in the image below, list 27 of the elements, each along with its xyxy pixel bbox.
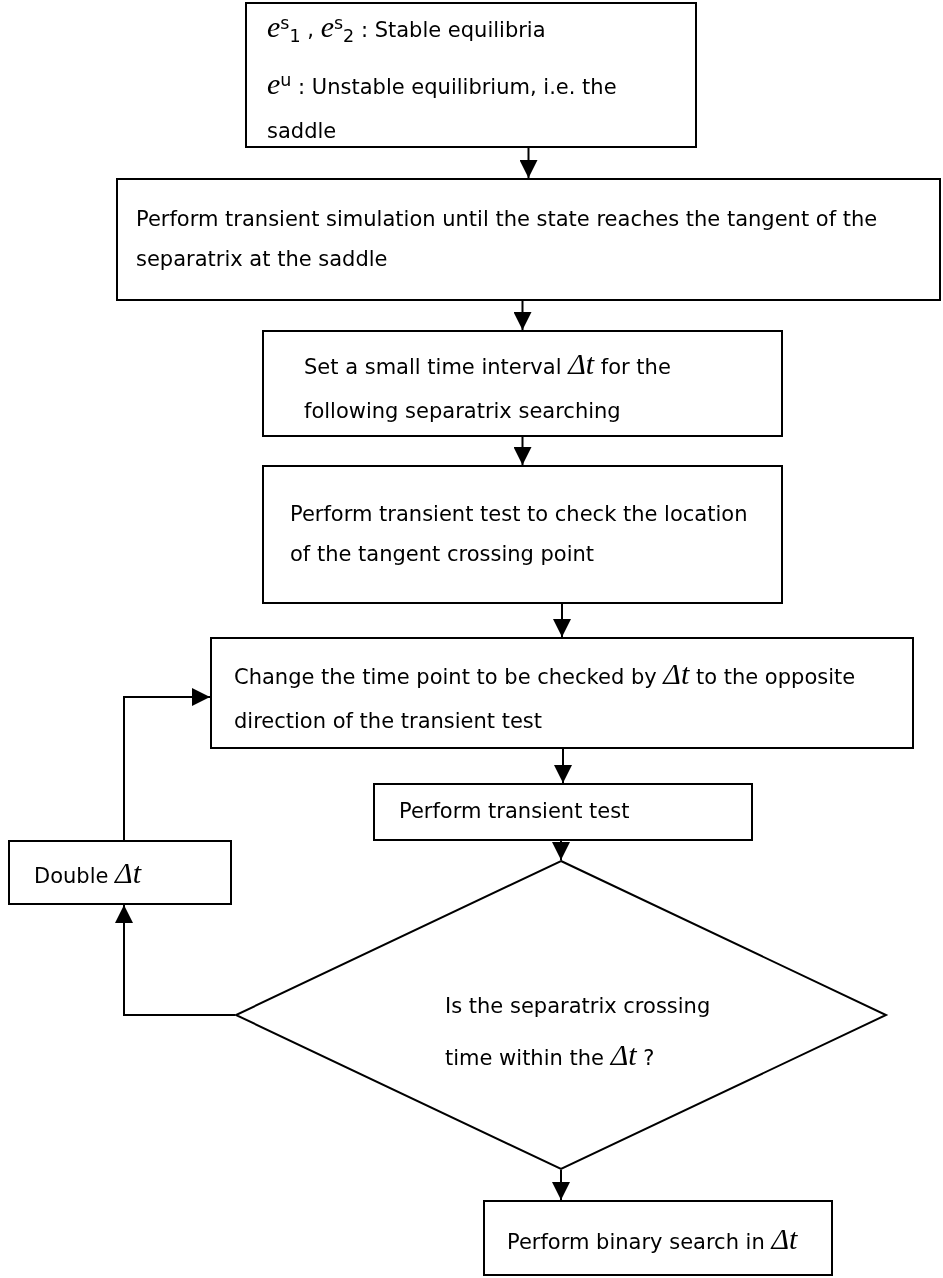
step-text: Double Δt	[34, 855, 143, 891]
process-box	[262, 330, 783, 437]
arrow	[115, 904, 236, 1016]
arrow	[554, 748, 572, 784]
arrow	[513, 300, 532, 331]
step-text: Perform transient test	[399, 798, 631, 826]
process-box	[116, 178, 941, 301]
step-text: e$^{s}$$_{1}$ , e$^{s}$$_{2}$ : Stable equilibria	[267, 9, 547, 49]
arrow	[123, 688, 211, 841]
process-box	[245, 2, 697, 148]
process-box	[262, 465, 783, 604]
step-text: Set a small time interval Δt for the following separatrix searching	[304, 346, 672, 426]
process-box	[373, 783, 753, 841]
process-box	[8, 840, 232, 905]
step-text: Perform transient test to check the location of the tangent crossing point	[290, 500, 749, 568]
step-text: e$^{u}$ : Unstable equilibrium, i.e. the saddle	[267, 66, 618, 146]
step-text: Change the time point to be checked by Δt to the opposite direction of the transient test	[234, 655, 857, 735]
process-box	[210, 637, 914, 749]
arrow	[513, 436, 532, 466]
arrow	[519, 147, 538, 179]
step-text: Perform binary search in Δt	[507, 1220, 799, 1257]
arrow	[553, 603, 571, 638]
arrow	[552, 1169, 570, 1201]
step-text: Is the separatrix crossing time within the Δt ?	[445, 992, 712, 1074]
process-box	[483, 1200, 833, 1276]
arrow	[552, 840, 570, 861]
step-text: Perform transient simulation until the state reaches the tangent of the separatrix at the saddle	[136, 205, 879, 273]
